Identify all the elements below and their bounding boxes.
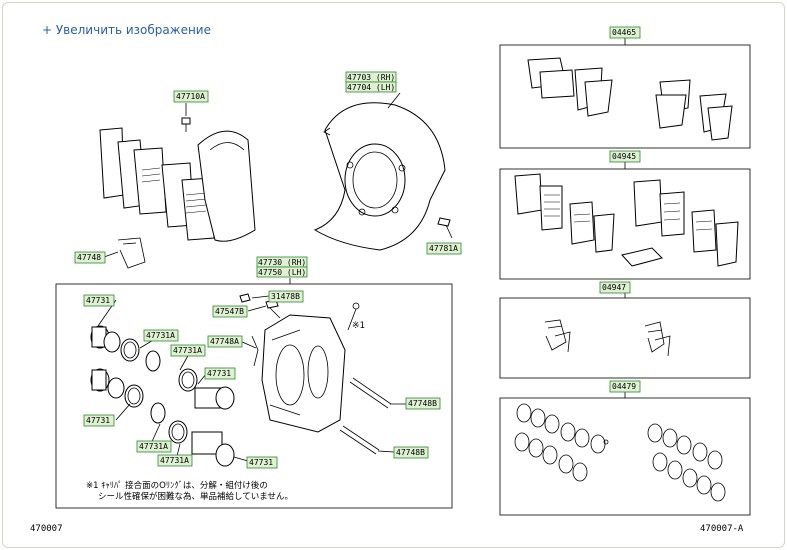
callout-47731-3[interactable]: 47731 (83, 414, 115, 427)
note-mark-1: ※1 (352, 321, 365, 331)
callout-04947[interactable]: 04947 (599, 281, 631, 294)
svg-text:47731: 47731 (86, 416, 110, 425)
callout-47731-4[interactable]: 47731 (246, 456, 278, 469)
svg-text:04945: 04945 (612, 152, 636, 161)
callout-47730[interactable]: 47730 (RH) (256, 256, 308, 268)
svg-text:47710A: 47710A (176, 92, 205, 101)
diagram-code-right: 470007-A (700, 524, 744, 534)
callout-47748B-1[interactable]: 47748B (405, 397, 441, 410)
callout-47710A[interactable]: 47710A (173, 90, 209, 103)
svg-text:47731A: 47731A (146, 331, 175, 340)
svg-text:47748B: 47748B (408, 399, 437, 408)
svg-text:04947: 04947 (602, 283, 626, 292)
caliper-illustration (90, 293, 408, 467)
svg-text:47748B: 47748B (396, 448, 425, 457)
callout-47748B-2[interactable]: 47748B (393, 446, 429, 459)
svg-text:47731A: 47731A (160, 456, 189, 465)
svg-text:47731: 47731 (86, 296, 110, 305)
seal-kit-04479-illustration (514, 403, 726, 502)
callout-47731A-3[interactable]: 47731A (136, 440, 172, 453)
pad-kit-04465-illustration (527, 57, 733, 141)
callout-47748A[interactable]: 47748A (207, 335, 243, 348)
caliper-note-line-1: ※1 ｷｬﾘﾊﾟ 接合面のOﾘﾝｸﾞは、分解・組付け後の (86, 480, 268, 491)
caliper-assembly-box (55, 283, 453, 509)
callout-47731A-4[interactable]: 47731A (157, 454, 193, 467)
callout-04479[interactable]: 04479 (609, 380, 641, 393)
svg-text:47731: 47731 (249, 458, 273, 467)
svg-text:47750 (LH): 47750 (LH) (258, 268, 306, 277)
svg-text:47731: 47731 (207, 369, 231, 378)
callout-47731-2[interactable]: 47731 (204, 367, 236, 380)
callout-47731A-2[interactable]: 47731A (170, 344, 206, 357)
svg-text:47748: 47748 (77, 253, 101, 262)
callout-31478B[interactable]: 31478B (268, 290, 304, 303)
callout-47750[interactable]: 47750 (LH) (256, 266, 308, 278)
svg-text:31478B: 31478B (271, 292, 300, 301)
callout-47547B[interactable]: 47547B (212, 305, 248, 318)
svg-text:47781A: 47781A (429, 244, 458, 253)
brake-pad-group-illustration (99, 103, 256, 269)
diagram-code-left: 470007 (30, 524, 63, 534)
svg-text:47703 (RH): 47703 (RH) (347, 73, 395, 82)
pad-kit-04945-illustration (514, 173, 739, 267)
svg-text:47547B: 47547B (215, 307, 244, 316)
disc-dust-cover-illustration (313, 92, 453, 251)
svg-text:04465: 04465 (612, 28, 636, 37)
callout-47781A[interactable]: 47781A (426, 242, 462, 255)
shim-kit-panel-04947 (499, 297, 751, 379)
caliper-note-line-2: シール性確保が困難な為、単品補給していません。 (98, 491, 293, 502)
callout-47704[interactable]: 47704 (LH) (345, 81, 397, 93)
shim-kit-04947-illustration (544, 319, 671, 357)
callout-04945[interactable]: 04945 (609, 150, 641, 163)
callout-04465[interactable]: 04465 (609, 26, 641, 39)
callout-47731-1[interactable]: 47731 (83, 294, 115, 307)
callout-47731A-1[interactable]: 47731A (143, 329, 179, 342)
zoom-image-link[interactable]: + Увеличить изображение (42, 23, 211, 37)
callout-47748[interactable]: 47748 (74, 251, 106, 264)
svg-text:47704 (LH): 47704 (LH) (347, 83, 395, 92)
svg-text:04479: 04479 (612, 382, 636, 391)
svg-text:47731A: 47731A (173, 346, 202, 355)
svg-text:47748A: 47748A (210, 337, 239, 346)
callout-47703[interactable]: 47703 (RH) (345, 71, 397, 83)
svg-text:47730 (RH): 47730 (RH) (258, 258, 306, 267)
svg-text:47731A: 47731A (139, 442, 168, 451)
